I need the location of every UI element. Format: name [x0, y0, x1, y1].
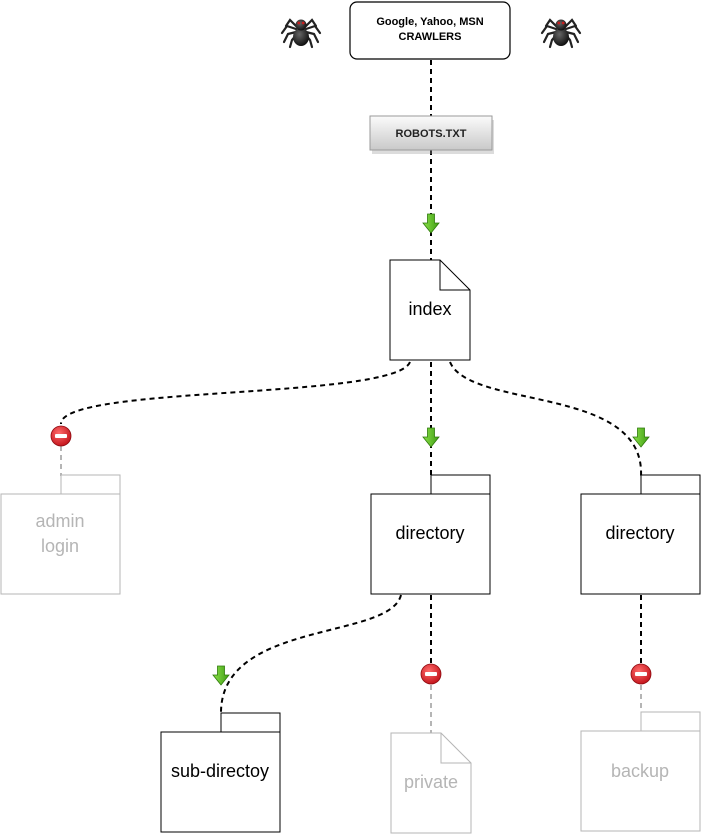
backup-label: backup	[611, 761, 669, 781]
connector-index-admin	[59, 361, 411, 425]
private-node: private	[390, 732, 472, 834]
crawlers-line-2: CRAWLERS	[399, 31, 462, 43]
admin-label-line-1: admin	[35, 511, 84, 531]
connector-directory-subdirectory	[220, 594, 402, 713]
down-arrow-icon	[422, 427, 440, 448]
folder-icon	[580, 730, 701, 832]
no-entry-icon	[50, 425, 72, 447]
index-node: index	[389, 259, 471, 361]
crawlers-line-1: Google, Yahoo, MSN	[376, 16, 483, 28]
spider-icon	[540, 18, 582, 49]
directory-center-label: directory	[395, 523, 464, 543]
spider-icon	[280, 18, 322, 49]
directory-center-node: directory	[370, 474, 491, 595]
robots-txt-box: ROBOTS.TXT	[369, 115, 494, 154]
down-arrow-icon	[422, 213, 440, 234]
sub-directory-label: sub-directoy	[171, 761, 269, 781]
sub-directory-node: sub-directoy	[160, 712, 281, 833]
down-arrow-icon	[632, 427, 650, 448]
backup-node: backup	[580, 711, 701, 832]
private-label: private	[404, 772, 458, 792]
document-icon	[389, 259, 471, 361]
connector-index-directory-right	[449, 361, 643, 477]
admin-label-line-2: login	[41, 536, 79, 556]
directory-right-node: directory	[580, 474, 701, 595]
document-icon	[390, 732, 472, 834]
folder-icon	[0, 493, 121, 595]
folder-icon	[370, 493, 491, 595]
robots-txt-label: ROBOTS.TXT	[396, 128, 467, 140]
crawlers-box: Google, Yahoo, MSN CRAWLERS	[349, 1, 511, 60]
down-arrow-icon	[212, 665, 230, 686]
index-label: index	[408, 299, 451, 319]
admin-login-node: admin login	[0, 474, 121, 595]
folder-icon	[160, 731, 281, 833]
no-entry-icon	[630, 663, 652, 685]
connectors	[59, 60, 643, 733]
directory-right-label: directory	[605, 523, 674, 543]
no-entry-icon	[420, 663, 442, 685]
folder-icon	[580, 493, 701, 595]
